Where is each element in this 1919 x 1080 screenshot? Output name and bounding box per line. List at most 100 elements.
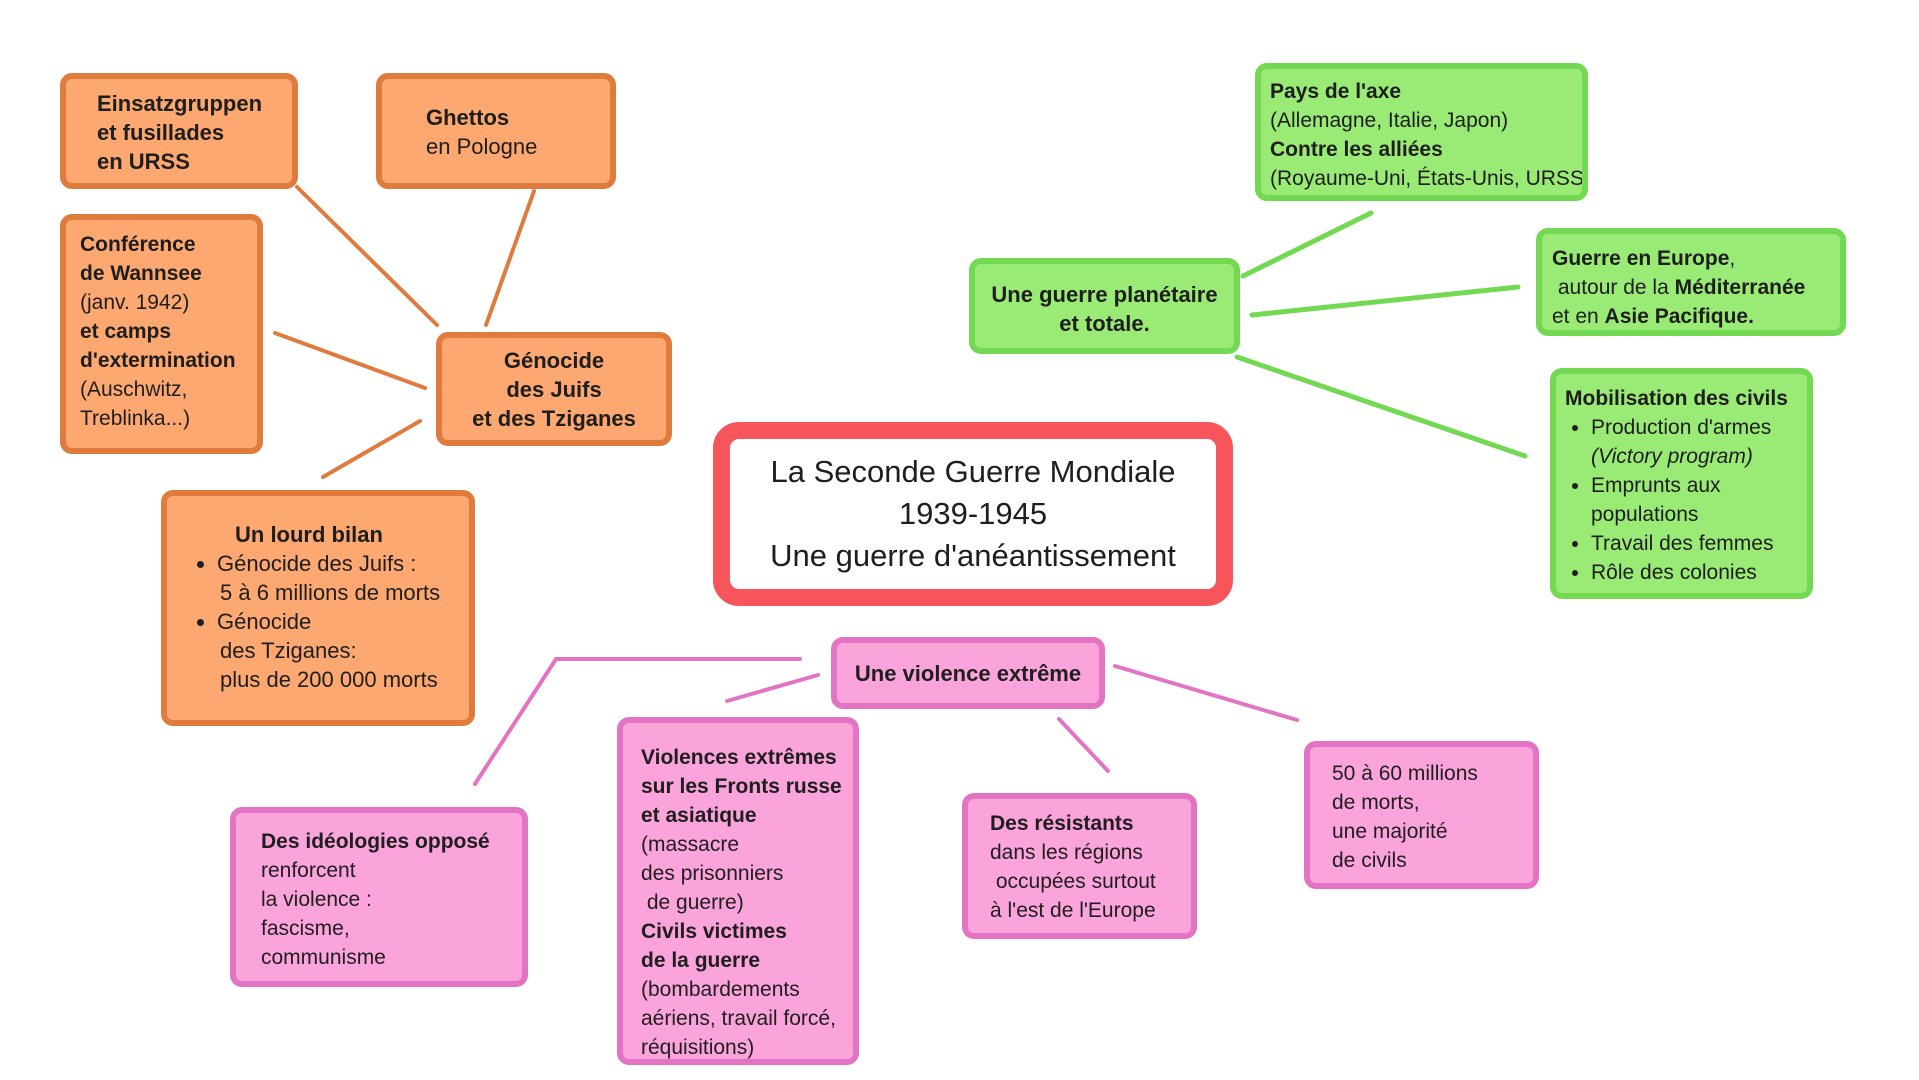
link-resistants [1057, 717, 1110, 773]
fronts-line-4: (massacre [641, 833, 740, 856]
link-fronts [725, 673, 820, 703]
mobilisation-title: Mobilisation des civils [1565, 387, 1788, 410]
morts-line-3: une majorité [1332, 820, 1448, 843]
fronts-line-6: de guerre) [641, 891, 744, 914]
axe-line-4: (Royaume-Uni, États-Unis, URSS) [1270, 167, 1588, 190]
wannsee-line-2: de Wannsee [80, 262, 202, 285]
link-europe [1249, 284, 1521, 318]
morts-line-2: de morts, [1332, 791, 1420, 814]
europe-autour: autour de la [1552, 276, 1675, 299]
europe-et-en: et en [1552, 305, 1605, 328]
mobilisation-item-emprunts-a: Emprunts aux [1591, 474, 1721, 497]
wannsee-line-5: d'extermination [80, 349, 236, 372]
genocide-hub-line-2: des Juifs [506, 377, 602, 402]
link-bilan [321, 419, 422, 479]
central-dates: 1939-1945 [898, 496, 1048, 531]
node-genocide-hub: Génocide des Juifs et des Tziganes [436, 332, 672, 446]
europe-line-3: et en Asie Pacifique. [1552, 302, 1836, 330]
einsatzgruppen-line-1: Einsatzgruppen [97, 91, 263, 116]
mobilisation-item-colonies-a: Rôle des colonies [1591, 561, 1757, 584]
bilan-title: Un lourd bilan [235, 522, 383, 547]
bilan-item-juifs: Génocide des Juifs : 5 à 6 millions de m… [217, 549, 463, 607]
node-axe: Pays de l'axe (Allemagne, Italie, Japon)… [1255, 63, 1588, 201]
link-morts [1113, 664, 1299, 722]
link-mobilisation [1234, 354, 1528, 459]
bilan-item-tziganes-a: Génocide [217, 609, 312, 634]
ghettos-title: Ghettos [426, 105, 510, 130]
mobilisation-list: Production d'armes (Victory program) Emp… [1565, 413, 1805, 587]
europe-comma: , [1729, 247, 1736, 270]
wannsee-line-1: Conférence [80, 233, 196, 256]
node-einsatzgruppen: Einsatzgruppen et fusillades en URSS [60, 73, 298, 189]
resistants-line-4: à l'est de l'Europe [990, 899, 1156, 922]
node-resistants: Des résistants dans les régions occupées… [962, 793, 1197, 939]
einsatzgruppen-line-3: en URSS [97, 149, 190, 174]
resistants-line-3: occupées surtout [990, 870, 1156, 893]
guerre-hub-line-1: Une guerre planétaire [991, 282, 1218, 307]
resistants-title: Des résistants [990, 812, 1134, 835]
mobilisation-item-femmes-a: Travail des femmes [1591, 532, 1774, 555]
node-ghettos: Ghettos en Pologne [376, 73, 616, 189]
fronts-line-11: réquisitions) [641, 1036, 755, 1059]
mobilisation-item-armes-b: (Victory program) [1591, 445, 1753, 468]
link-ghettos [484, 189, 536, 327]
node-morts: 50 à 60 millions de morts, une majorité … [1304, 741, 1539, 889]
ideologies-line-2: renforcent [261, 859, 356, 882]
node-ideologies: Des idéologies opposé renforcent la viol… [230, 807, 528, 987]
genocide-hub-line-3: et des Tziganes [472, 406, 636, 431]
axe-line-2: (Allemagne, Italie, Japon) [1270, 109, 1509, 132]
guerre-hub-line-2: et totale. [1059, 311, 1150, 336]
bilan-item-tziganes-b: des Tziganes: [220, 638, 357, 663]
europe-line-2: autour de la Méditerranée [1552, 273, 1836, 302]
link-einsatzgruppen [295, 185, 439, 327]
fronts-line-3: et asiatique [641, 804, 757, 827]
ghettos-subtitle: en Pologne [426, 134, 538, 159]
fronts-line-7: Civils victimes [641, 920, 787, 943]
morts-line-1: 50 à 60 millions [1332, 762, 1478, 785]
node-fronts: Violences extrêmes sur les Fronts russe … [617, 717, 859, 1065]
mobilisation-item-emprunts: Emprunts aux populations [1591, 471, 1805, 529]
link-axe [1240, 210, 1374, 279]
central-topic: La Seconde Guerre Mondiale 1939-1945 Une… [713, 422, 1233, 606]
bilan-item-tziganes-c: plus de 200 000 morts [220, 667, 438, 692]
fronts-line-9: (bombardements [641, 978, 800, 1001]
fronts-line-5: des prisonniers [641, 862, 784, 885]
wannsee-line-3: (janv. 1942) [80, 291, 190, 314]
ideologies-line-4: fascisme, [261, 917, 350, 940]
bilan-item-tziganes: Génocide des Tziganes: plus de 200 000 m… [217, 607, 463, 694]
bilan-item-juifs-a: Génocide des Juifs : [217, 551, 417, 576]
wannsee-line-7: Treblinka...) [80, 407, 191, 430]
mobilisation-item-armes-a: Production d'armes [1591, 416, 1772, 439]
central-subtitle: Une guerre d'anéantissement [770, 538, 1176, 573]
ideologies-title: Des idéologies opposé [261, 830, 490, 853]
node-wannsee: Conférence de Wannsee (janv. 1942) et ca… [60, 214, 263, 454]
fronts-line-1: Violences extrêmes [641, 746, 837, 769]
ideologies-line-3: la violence : [261, 888, 372, 911]
europe-asie-pacifique: Asie Pacifique. [1604, 305, 1754, 328]
wannsee-line-6: (Auschwitz, [80, 378, 188, 401]
wannsee-line-4: et camps [80, 320, 172, 343]
central-title: La Seconde Guerre Mondiale [770, 454, 1176, 489]
link-wannsee [273, 331, 427, 390]
europe-mediterranee: Méditerranée [1674, 276, 1806, 299]
morts-line-4: de civils [1332, 849, 1407, 872]
genocide-hub-line-1: Génocide [503, 348, 605, 373]
mobilisation-item-armes: Production d'armes (Victory program) [1591, 413, 1805, 471]
node-bilan: Un lourd bilan Génocide des Juifs : 5 à … [161, 490, 475, 726]
mobilisation-item-colonies: Rôle des colonies [1591, 558, 1805, 587]
mobilisation-item-femmes: Travail des femmes [1591, 529, 1805, 558]
resistants-line-2: dans les régions [990, 841, 1143, 864]
link-ideologies [473, 657, 802, 786]
fronts-line-10: aériens, travail forcé, [641, 1007, 836, 1030]
bilan-list: Génocide des Juifs : 5 à 6 millions de m… [189, 549, 463, 694]
fronts-line-2: sur les Fronts russe [641, 775, 842, 798]
axe-line-3: Contre les alliées [1270, 138, 1443, 161]
node-europe: Guerre en Europe, autour de la Méditerra… [1536, 228, 1846, 336]
ideologies-line-5: communisme [261, 946, 386, 969]
violence-hub-label: Une violence extrême [854, 661, 1082, 686]
node-violence-hub: Une violence extrême [831, 637, 1105, 709]
bilan-item-juifs-b: 5 à 6 millions de morts [220, 580, 441, 605]
axe-line-1: Pays de l'axe [1270, 80, 1402, 103]
node-mobilisation: Mobilisation des civils Production d'arm… [1550, 368, 1813, 599]
